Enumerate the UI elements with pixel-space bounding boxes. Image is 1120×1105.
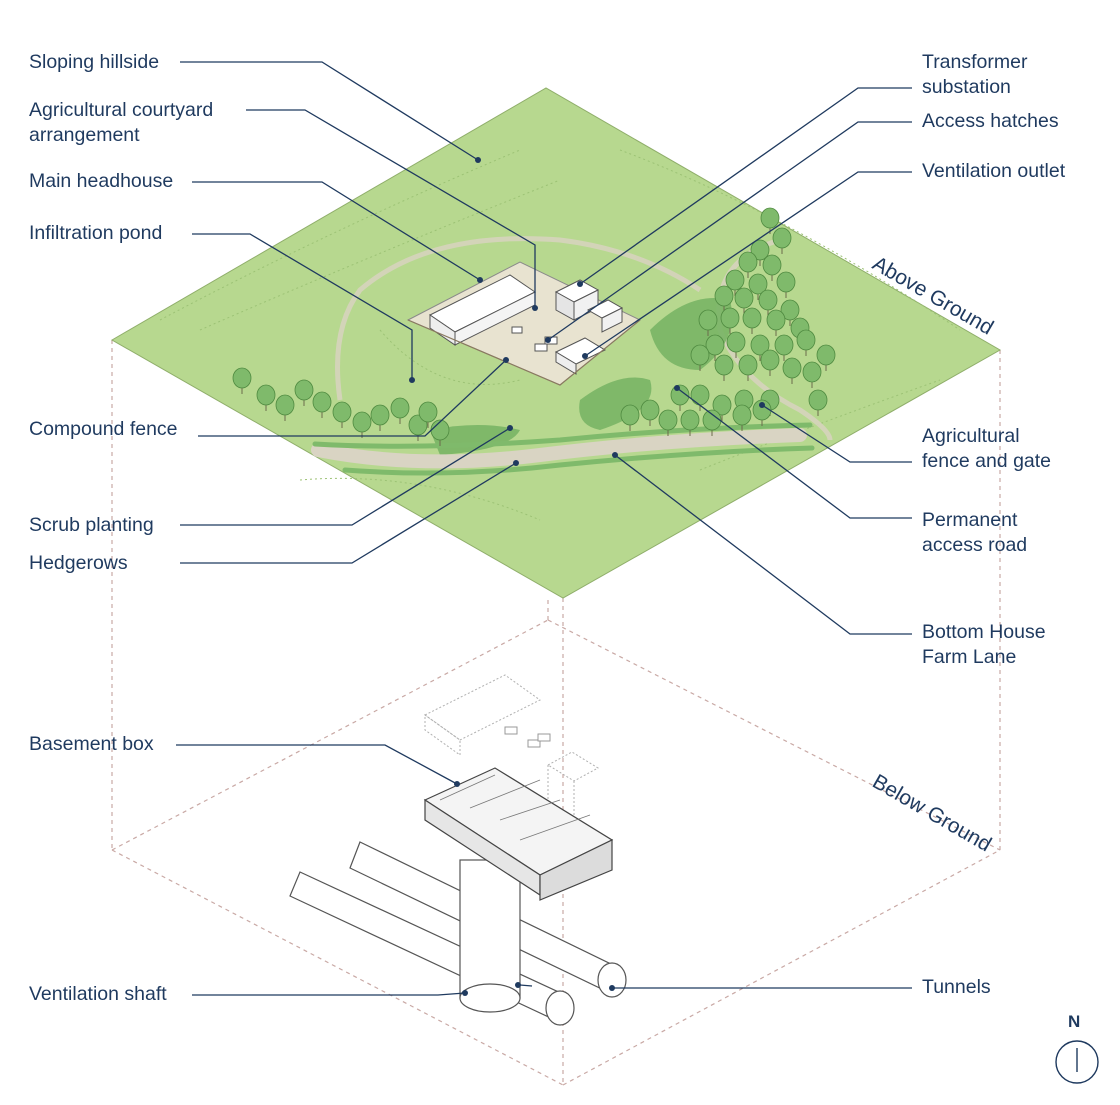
farm-lane	[311, 428, 807, 469]
tracks	[335, 236, 833, 441]
label-scrub-planting: Scrub planting	[29, 514, 154, 536]
tree-icon	[640, 399, 660, 426]
label-agricultural-fence: Agricultural fence and gate	[922, 425, 1052, 472]
tree-icon	[690, 344, 710, 371]
tree-icon	[750, 239, 770, 266]
tree-icon	[232, 367, 252, 394]
tree-icon	[802, 361, 822, 388]
leader-lines	[176, 61, 912, 996]
tree-icon	[705, 334, 725, 361]
tree-icon	[782, 357, 802, 384]
label-ventilation-outlet: Ventilation outlet	[922, 160, 1066, 182]
label-transformer-substation: Transformer substation	[922, 51, 1028, 98]
tree-icon	[816, 344, 836, 371]
label-headhouse: Main headhouse	[29, 170, 174, 192]
basement-box	[423, 767, 614, 901]
tree-icon	[702, 409, 722, 436]
tree-icon	[766, 309, 786, 336]
label-courtyard: Agricultural courtyard arrangement	[29, 99, 214, 146]
transformer-substation	[554, 279, 624, 333]
label-tunnels: Tunnels	[922, 976, 991, 998]
compound-fence	[407, 319, 641, 386]
tree-icon	[720, 307, 740, 334]
ventilation-outlet	[554, 337, 607, 375]
tree-icon	[294, 379, 314, 406]
tree-icon	[758, 289, 778, 316]
tree-icon	[275, 394, 295, 421]
tree-icon	[774, 334, 794, 361]
label-compound-fence: Compound fence	[29, 418, 178, 440]
tree-icon	[796, 329, 816, 356]
tree-icon	[332, 401, 352, 428]
ghost-hatches	[504, 726, 551, 748]
label-infiltration-pond: Infiltration pond	[29, 222, 163, 244]
tree-icon	[776, 271, 796, 298]
tree-icon	[390, 397, 410, 424]
tree-icon	[680, 409, 700, 436]
tree-icon	[760, 349, 780, 376]
tree-icon	[714, 285, 734, 312]
tree-icon	[418, 401, 438, 428]
tree-icon	[725, 269, 745, 296]
tree-icon	[748, 273, 768, 300]
contour-lines	[159, 149, 961, 521]
tree-icon	[738, 354, 758, 381]
north-arrow-icon	[1055, 1040, 1099, 1084]
tree-icon	[712, 394, 732, 421]
tree-icon	[762, 254, 782, 281]
tree-icon	[312, 391, 332, 418]
north-label: N	[1068, 1012, 1081, 1031]
label-basement-box: Basement box	[29, 733, 154, 755]
tree-icon	[370, 404, 390, 431]
tree-icon	[714, 354, 734, 381]
tree-icon	[690, 384, 710, 411]
label-sloping-hillside: Sloping hillside	[29, 51, 160, 73]
tree-icon	[658, 409, 678, 436]
ventilation-shaft	[459, 859, 521, 1013]
leader-dots	[409, 157, 765, 996]
trees	[232, 207, 836, 446]
label-ventilation-shaft: Ventilation shaft	[29, 983, 167, 1005]
tree-icon	[734, 287, 754, 314]
tree-icon	[808, 389, 828, 416]
tree-icon	[620, 404, 640, 431]
label-hedgerows: Hedgerows	[29, 552, 128, 574]
label-access-hatches: Access hatches	[922, 110, 1059, 132]
access-hatches	[511, 326, 558, 352]
label-farm-lane: Bottom House Farm Lane	[922, 621, 1046, 668]
tree-icon	[732, 404, 752, 431]
tree-icon	[726, 331, 746, 358]
tree-icon	[698, 309, 718, 336]
tree-icon	[772, 227, 792, 254]
tree-icon	[742, 307, 762, 334]
tree-icon	[752, 399, 772, 426]
tree-icon	[738, 251, 758, 278]
tree-icon	[256, 384, 276, 411]
tree-icon	[750, 334, 770, 361]
tree-icon	[760, 207, 780, 234]
label-access-road: Permanent access road	[922, 509, 1028, 556]
tree-icon	[780, 299, 800, 326]
